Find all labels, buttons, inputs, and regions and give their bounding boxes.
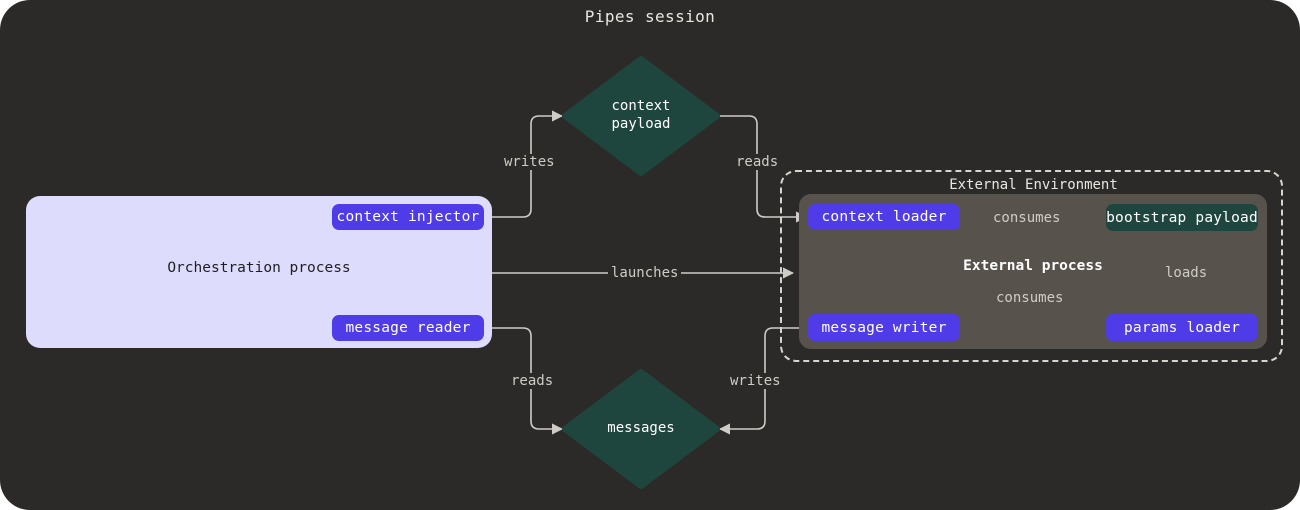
- external-environment-cluster: External Environment: [780, 170, 1283, 362]
- edge-label-consumes-writer: consumes: [993, 290, 1067, 306]
- edge-label-loads-params: loads: [1162, 265, 1211, 281]
- node-params-loader[interactable]: params loader: [1106, 314, 1258, 341]
- diagram-title: Pipes session: [584, 7, 716, 26]
- diamond-shape: [562, 56, 720, 176]
- diamond-shape: [562, 369, 720, 489]
- edge-label-writes-messages: writes: [727, 373, 784, 389]
- edge-label-launches: launches: [608, 265, 682, 281]
- external-process-label: External process: [963, 258, 1103, 274]
- node-message-writer[interactable]: message writer: [808, 314, 960, 341]
- node-context-injector[interactable]: context injector: [332, 204, 484, 230]
- external-environment-label: External Environment: [949, 177, 1118, 193]
- datastore-messages[interactable]: messages: [562, 369, 720, 489]
- orchestration-process-label: Orchestration process: [167, 260, 351, 276]
- node-bootstrap-payload[interactable]: bootstrap payload: [1106, 204, 1258, 231]
- node-message-reader[interactable]: message reader: [332, 315, 484, 341]
- edge-label-writes-context: writes: [501, 154, 558, 170]
- datastore-context-payload[interactable]: context payload: [562, 56, 720, 176]
- edge-label-reads-messages: reads: [508, 373, 557, 389]
- edge-label-consumes-context: consumes: [990, 210, 1064, 226]
- edge-label-reads-context: reads: [733, 154, 782, 170]
- node-context-loader[interactable]: context loader: [808, 204, 960, 230]
